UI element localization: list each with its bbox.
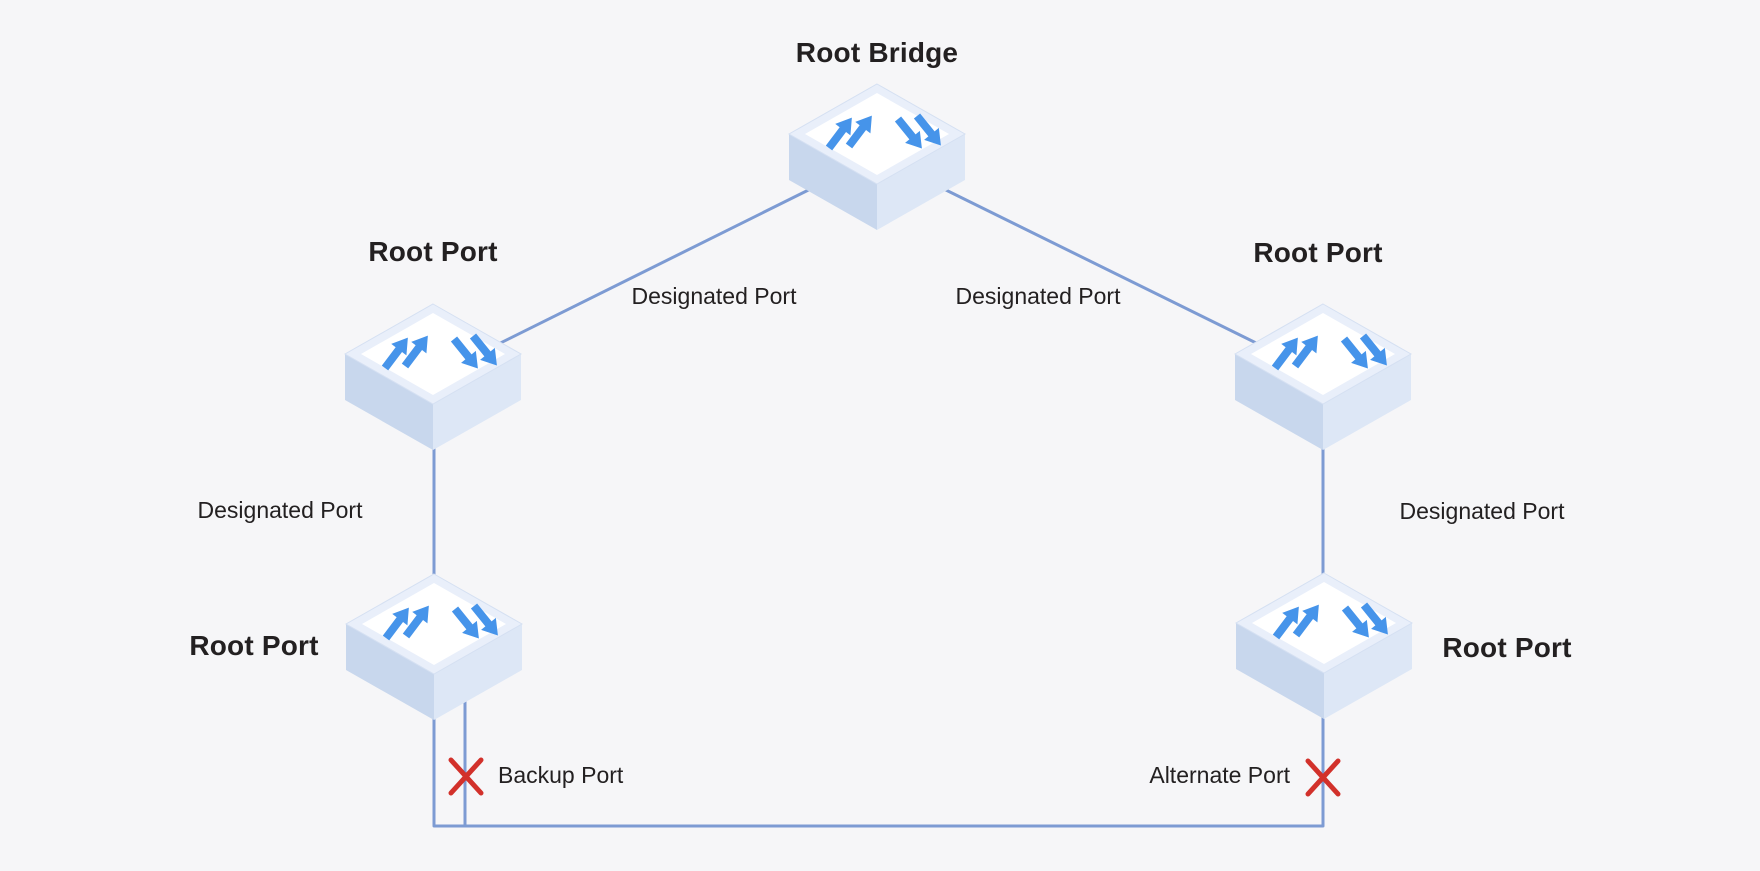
designated-port-label-lower-right: Designated Port: [1399, 498, 1565, 525]
network-switch-icon-root-bridge: [788, 83, 966, 231]
alternate-port-label: Alternate Port: [1149, 762, 1290, 789]
backup-blocked-cross-icon: [448, 757, 484, 796]
alternate-blocked-cross-icon: [1305, 758, 1341, 797]
link-root-to-mid-left: [433, 154, 878, 378]
backup-port-label: Backup Port: [498, 762, 624, 789]
network-switch-icon-bottom-left: [345, 573, 523, 721]
link-root-to-mid-right: [876, 154, 1324, 378]
link-loop-segment: [432, 376, 1325, 828]
designated-port-label-upper-left: Designated Port: [631, 283, 797, 310]
root-port-label-mid-left: Root Port: [368, 236, 498, 268]
root-port-label-bottom-right: Root Port: [1442, 632, 1572, 664]
designated-port-label-lower-left: Designated Port: [197, 497, 363, 524]
root-bridge-label: Root Bridge: [795, 37, 959, 69]
root-port-label-bottom-left: Root Port: [189, 630, 319, 662]
network-switch-icon-mid-right: [1234, 303, 1412, 451]
designated-port-label-upper-right: Designated Port: [955, 283, 1121, 310]
network-switch-icon-bottom-right: [1235, 572, 1413, 720]
network-switch-icon-mid-left: [344, 303, 522, 451]
root-port-label-mid-right: Root Port: [1253, 237, 1383, 269]
